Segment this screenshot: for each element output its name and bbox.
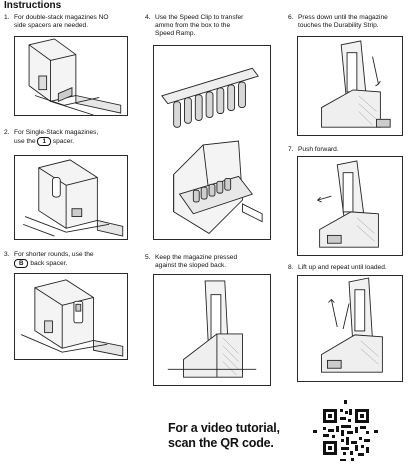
back-spacer-drawing	[20, 279, 124, 357]
qr-code[interactable]	[311, 397, 381, 467]
page-title: Instructions	[4, 0, 62, 11]
loader-base-drawing	[28, 38, 122, 115]
step-5-illustration	[153, 274, 271, 386]
step-5-text: 5. Keep the magazine pressed against the …	[145, 254, 290, 270]
step-2-line2-pre: use the	[14, 138, 36, 145]
step-6-illustration	[297, 36, 403, 136]
step-6-text: 6. Press down until the magazine touches …	[288, 14, 408, 30]
step-4-line1: Use the Speed Clip to transfer	[155, 14, 244, 21]
step-4-line2: ammo from the box to the	[155, 22, 231, 29]
speed-clip-drawing	[161, 67, 263, 234]
step-8-illustration	[297, 275, 403, 382]
spacer-b-badge: B	[14, 259, 29, 268]
video-tutorial-line1: For a video tutorial,	[168, 421, 280, 435]
step-5-line1: Keep the magazine pressed	[155, 254, 238, 261]
step-3-line1: For shorter rounds, use the	[14, 251, 94, 258]
step-1-line2: side spacers are needed.	[14, 22, 89, 29]
lift-up-repeat-drawing	[321, 277, 383, 373]
step-1-number: 1.	[4, 14, 10, 21]
step-2-text: 2.For Single-Stack magazines, use the 1 …	[4, 129, 144, 146]
step-5-line2: against the sloped back.	[155, 262, 227, 269]
step-4-number: 4.	[145, 14, 151, 21]
video-tutorial-caption: For a video tutorial, scan the QR code.	[168, 421, 280, 451]
step-6-line2: touches the Durability Strip.	[298, 22, 379, 29]
step-7-text: 7. Push forward.	[288, 146, 408, 154]
step-8-number: 8.	[288, 264, 294, 271]
step-2-number: 2.	[4, 129, 10, 136]
single-stack-spacer-drawing	[22, 159, 124, 237]
step-4-illustration	[153, 45, 271, 240]
step-3-text: 3. For shorter rounds, use the B back spa…	[4, 251, 144, 268]
step-3-number: 3.	[4, 251, 10, 258]
step-7-illustration	[297, 156, 403, 256]
step-6-number: 6.	[288, 14, 294, 21]
step-3-line2-post: back spacer.	[30, 260, 68, 267]
spacer-1-badge: 1	[37, 137, 51, 146]
step-8-text: 8. Lift up and repeat until loaded.	[288, 264, 408, 272]
press-down-drawing	[321, 40, 391, 128]
step-7-number: 7.	[288, 146, 294, 153]
qr-code-image	[311, 397, 381, 467]
step-2-line1: For Single-Stack magazines,	[14, 129, 99, 136]
magazine-against-back-drawing	[167, 280, 257, 378]
step-6-line1: Press down until the magazine	[298, 14, 388, 21]
step-4-text: 4. Use the Speed Clip to transfer ammo fr…	[145, 14, 290, 38]
video-tutorial-line2: scan the QR code.	[168, 436, 274, 450]
step-7-line1: Push forward.	[298, 146, 339, 153]
step-2-line2-post: spacer.	[52, 138, 75, 145]
step-8-line1: Lift up and repeat until loaded.	[298, 264, 387, 271]
step-1-text: 1. For double-stack magazines NO side spa…	[4, 14, 139, 30]
step-4-line3: Speed Ramp.	[155, 30, 196, 37]
step-1-illustration	[14, 36, 128, 116]
step-2-illustration	[14, 155, 128, 240]
push-forward-drawing	[316, 160, 379, 248]
step-1-line1: For double-stack magazines NO	[14, 14, 109, 21]
step-3-illustration	[14, 273, 128, 360]
step-5-number: 5.	[145, 254, 151, 261]
